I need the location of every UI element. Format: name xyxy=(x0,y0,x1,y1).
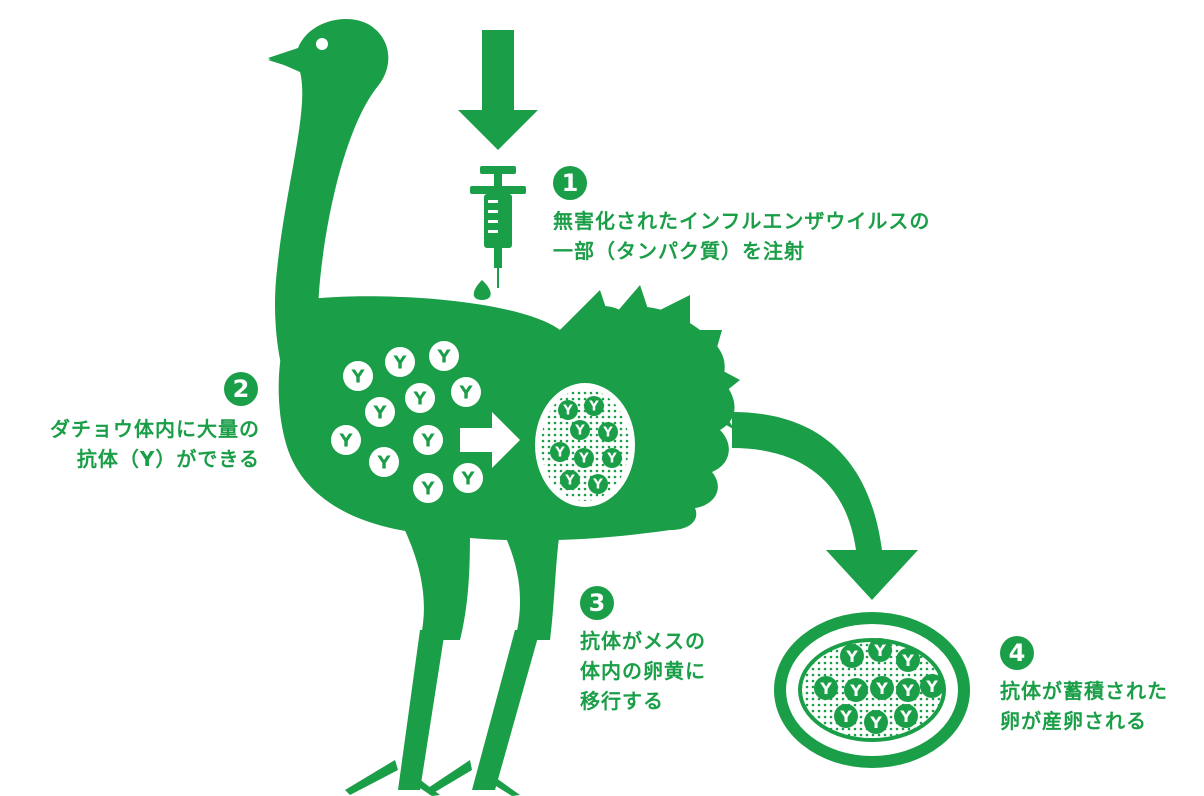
svg-text:Y: Y xyxy=(338,430,353,451)
step-1-line-1: 無害化されたインフルエンザウイルスの xyxy=(553,209,931,233)
step-4-line-1: 抗体が蓄積された xyxy=(1000,679,1168,703)
svg-text:Y: Y xyxy=(574,424,585,439)
antibody-icon: Y xyxy=(844,678,868,702)
svg-text:Y: Y xyxy=(588,400,599,415)
antibody-icon: Y xyxy=(896,648,920,672)
svg-text:Y: Y xyxy=(460,468,475,489)
step-number-4: 4 xyxy=(1000,636,1034,670)
step-1: 1 無害化されたインフルエンザウイルスの 一部（タンパク質）を注射 xyxy=(553,166,930,266)
syringe-icon xyxy=(470,166,526,300)
step-number-2: 2 xyxy=(224,372,258,406)
antibody-icon: Y xyxy=(574,448,594,468)
svg-text:Y: Y xyxy=(592,478,603,493)
antibody-icon: Y xyxy=(814,676,838,700)
step-4: 4 抗体が蓄積された 卵が産卵される xyxy=(1000,636,1168,736)
step-3: 3 抗体がメスの 体内の卵黄に 移行する xyxy=(580,586,706,716)
antibody-icon: Y xyxy=(413,425,443,455)
antibody-icon: Y xyxy=(570,420,590,440)
antibody-icon: Y xyxy=(453,463,483,493)
antibody-icon: Y xyxy=(558,400,578,420)
step-4-line-2: 卵が産卵される xyxy=(1000,709,1147,733)
antibody-icon: Y xyxy=(584,396,604,416)
antibody-icon: Y xyxy=(385,347,415,377)
antibody-icon: Y xyxy=(920,674,944,698)
svg-text:Y: Y xyxy=(420,430,435,451)
antibody-icon: Y xyxy=(870,676,894,700)
antibody-icon: Y xyxy=(598,422,618,442)
svg-text:Y: Y xyxy=(436,346,451,367)
svg-text:Y: Y xyxy=(869,713,882,732)
svg-text:Y: Y xyxy=(873,641,886,660)
step-3-line-3: 移行する xyxy=(580,689,664,713)
svg-text:Y: Y xyxy=(554,446,565,461)
antibody-icon: Y xyxy=(834,704,858,728)
svg-text:Y: Y xyxy=(562,404,573,419)
antibody-icon: Y xyxy=(343,361,373,391)
svg-text:Y: Y xyxy=(901,681,914,700)
step-1-line-2: 一部（タンパク質）を注射 xyxy=(553,239,805,263)
step-2-line-1: ダチョウ体内に大量の xyxy=(50,417,260,441)
antibody-icon: Y xyxy=(840,644,864,668)
svg-text:Y: Y xyxy=(564,474,575,489)
step-3-line-2: 体内の卵黄に xyxy=(580,659,706,683)
curved-arrow-icon xyxy=(732,412,918,600)
svg-text:Y: Y xyxy=(372,402,387,423)
svg-text:Y: Y xyxy=(901,651,914,670)
svg-text:Y: Y xyxy=(376,452,391,473)
svg-text:Y: Y xyxy=(899,707,912,726)
svg-text:Y: Y xyxy=(420,478,435,499)
ostrich-eye xyxy=(316,38,328,50)
step-number-1: 1 xyxy=(553,166,587,200)
antibody-icon: Y xyxy=(369,447,399,477)
antibody-icon: Y xyxy=(405,383,435,413)
antibody-icon: Y xyxy=(896,678,920,702)
svg-text:Y: Y xyxy=(875,679,888,698)
antibody-icon: Y xyxy=(365,397,395,427)
step-2-line-2: 抗体（Y）ができる xyxy=(76,447,260,471)
svg-text:Y: Y xyxy=(849,681,862,700)
svg-text:Y: Y xyxy=(350,366,365,387)
svg-text:Y: Y xyxy=(602,426,613,441)
svg-text:Y: Y xyxy=(839,707,852,726)
svg-text:Y: Y xyxy=(845,647,858,666)
antibody-icon: Y xyxy=(868,638,892,662)
right-arrow-icon xyxy=(460,412,520,468)
svg-text:Y: Y xyxy=(925,677,938,696)
svg-text:Y: Y xyxy=(578,452,589,467)
antibody-icon: Y xyxy=(451,377,481,407)
svg-text:Y: Y xyxy=(819,679,832,698)
step-2: 2 ダチョウ体内に大量の 抗体（Y）ができる xyxy=(50,372,260,474)
down-arrow-icon xyxy=(458,30,538,150)
step-number-3: 3 xyxy=(580,586,614,620)
antibody-icon: Y xyxy=(864,710,888,734)
svg-text:Y: Y xyxy=(606,452,617,467)
beak xyxy=(268,50,300,70)
antibody-icon: Y xyxy=(429,341,459,371)
antibody-icon: Y xyxy=(894,704,918,728)
antibody-icon: Y xyxy=(550,442,570,462)
antibody-icon: Y xyxy=(331,425,361,455)
svg-text:Y: Y xyxy=(392,352,407,373)
svg-text:Y: Y xyxy=(458,382,473,403)
svg-text:Y: Y xyxy=(412,388,427,409)
antibody-icon: Y xyxy=(602,448,622,468)
antibody-icon: Y xyxy=(588,474,608,494)
antibody-icon: Y xyxy=(413,473,443,503)
antibody-icon: Y xyxy=(560,470,580,490)
step-3-line-1: 抗体がメスの xyxy=(580,629,706,653)
